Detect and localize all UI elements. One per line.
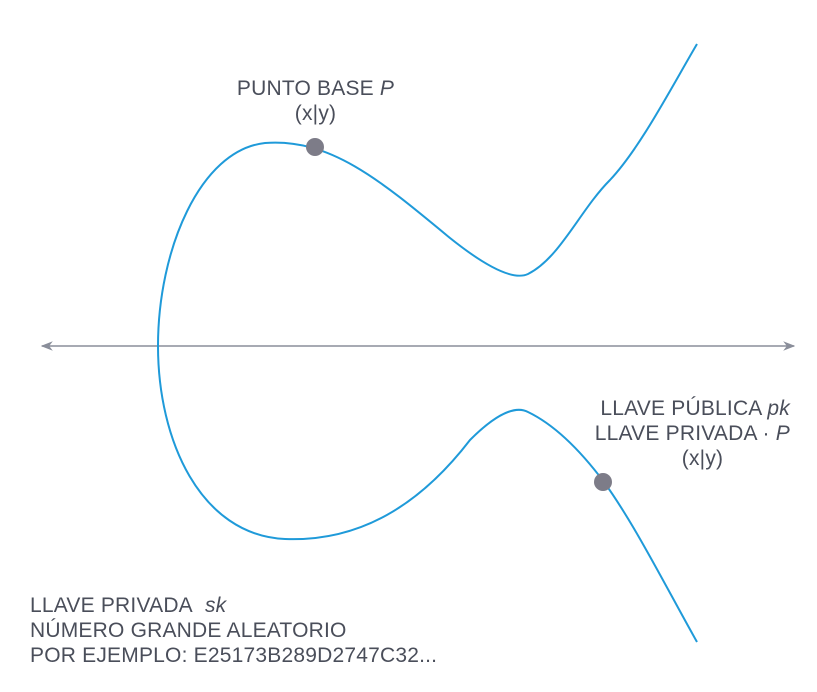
base-point-coords: (x|y) xyxy=(294,102,337,125)
public-key-formula-text: LLAVE PRIVADA · xyxy=(594,422,770,445)
private-key-title: LLAVE PRIVADA xyxy=(30,594,193,617)
private-key-label: LLAVE PRIVADA sk NÚMERO GRANDE ALEATORIO… xyxy=(30,593,510,668)
base-point-title: PUNTO BASE xyxy=(236,77,374,100)
private-key-description: NÚMERO GRANDE ALEATORIO xyxy=(30,619,347,642)
public-key-symbol: pk xyxy=(767,397,790,420)
base-point-marker xyxy=(306,138,324,156)
public-key-formula-symbol: P xyxy=(775,422,790,445)
curve-upper-branch xyxy=(157,43,698,347)
curve-lower-branch xyxy=(157,345,698,643)
public-key-label: LLAVE PÚBLICA pk LLAVE PRIVADA · P (x|y) xyxy=(560,396,790,471)
private-key-example: POR EJEMPLO: E25173B289D2747C32... xyxy=(30,644,438,667)
base-point-label: PUNTO BASE P (x|y) xyxy=(228,76,403,126)
private-key-symbol: sk xyxy=(204,594,227,617)
base-point-symbol: P xyxy=(379,77,395,100)
public-key-coords: (x|y) xyxy=(681,447,724,470)
public-key-point-marker xyxy=(594,473,612,491)
public-key-title: LLAVE PÚBLICA xyxy=(600,397,762,420)
